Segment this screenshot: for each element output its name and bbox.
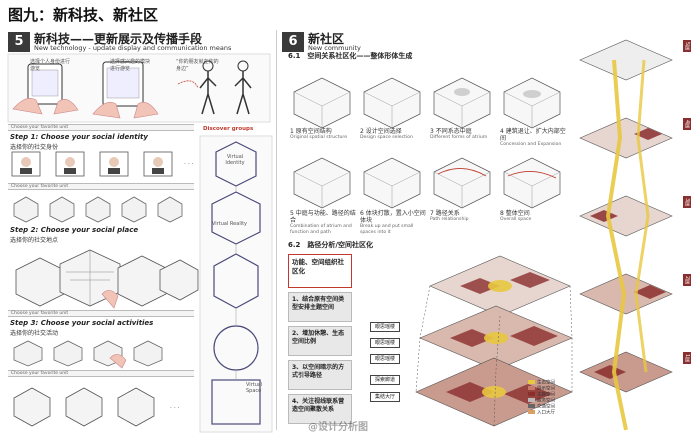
section-divider [276,30,277,430]
section-5-title-en: New technology - update display and comm… [34,44,232,52]
point-4: 4、关注视线联系营造空间聚散关系 [288,394,352,424]
legend-item: 展示空间 [528,386,572,392]
virtual-identity-label: Virtual Identity [225,154,245,166]
bubble-identity: 选择个人身份进行游览 [30,59,71,72]
point-2: 2、增加休憩、生态空间比例 [288,326,352,356]
tag-5: 集结大厅 [370,392,400,402]
choose-unit-bar-2: Choose your favorite unit [8,183,194,190]
page-title: 图九：新科技、新社区 [8,6,159,24]
community-function-box: 功能、空间组织社区化 [288,254,352,288]
floor-label-3: 3层 [683,196,691,209]
virtual-space-label: Virtual Space [246,382,263,394]
point-1: 1、结合原有空间类型安排主题空间 [288,292,352,322]
discover-groups-illustration [199,135,273,433]
legend-item: 入口大厅 [528,410,572,416]
point-3: 3、以空间暗示的方式引导路径 [288,360,352,390]
choose-unit-bar-4: Choose your favorite unit [8,370,194,377]
section-6-title-en: New community [308,44,361,52]
legend-item: 服务空间 [528,398,572,404]
section-6-number: 6 [282,32,304,52]
legend: 生态空间 展示空间 主题空间 服务空间 交通空间 入口大厅 [528,380,572,416]
tag-2: 眼思瑶楼 [370,338,400,348]
section-5-title-zh: 新科技——更新展示及传播手段 [34,32,203,46]
svg-text:· · ·: · · · [170,405,180,412]
choose-unit-bar-3: Choose your favorite unit [8,310,194,317]
legend-item: 生态空间 [528,380,572,386]
floor-label-5: 5层 [683,40,691,53]
step1-subtitle: 选择你的社交身份 [10,144,59,151]
choose-unit-bar: Choose your favorite unit [8,124,194,131]
interaction-illustration [7,53,271,123]
legend-item: 交通空间 [528,404,572,410]
legend-item: 主题空间 [528,392,572,398]
tag-3: 眼思瑶楼 [370,354,400,364]
subsection-6-2-title: 6.2 路径分析/空间社区化 [288,241,373,249]
social-place-illustration [15,249,199,309]
floor-label-2: 2层 [683,274,691,287]
floor-label-1: 1层 [683,352,691,365]
activity-units-row: · · · [13,387,180,427]
step3-title: Step 3: Choose your social activities [10,319,154,327]
step2-subtitle: 选择你的社交地点 [10,237,59,244]
floor-label-4: 4层 [683,118,691,131]
section-6-title-zh: 新社区 [308,32,345,46]
unit-cards-row [13,196,183,223]
tag-4: 探索廊道 [370,375,400,385]
discover-groups-label: Discover groups [203,126,254,132]
subsection-6-1-title: 6.1 空间关系社区化——整体形体生成 [288,52,413,60]
watermark: @设计分析图 [308,422,368,433]
step3-subtitle: 选择你的社交活动 [10,330,59,337]
svg-text:· · ·: · · · [184,161,194,168]
step2-title: Step 2: Choose your social place [10,226,139,234]
activity-cards-row [13,340,163,369]
tag-1: 眼思瑶楼 [370,322,400,332]
exploded-axonometric [415,255,573,427]
bubble-friends: “你的朋友就在你的身边” [176,59,219,72]
massing-steps-illustration [293,77,561,209]
floor-stack-diagram [579,39,673,431]
step1-title: Step 1: Choose your social identity [10,133,148,141]
section-5-number: 5 [8,32,30,52]
identity-cards: · · · [11,151,194,177]
bubble-module: 选择感兴趣的模块进行游览 [110,59,151,72]
virtual-reality-label: Virtual Reality [212,221,248,227]
